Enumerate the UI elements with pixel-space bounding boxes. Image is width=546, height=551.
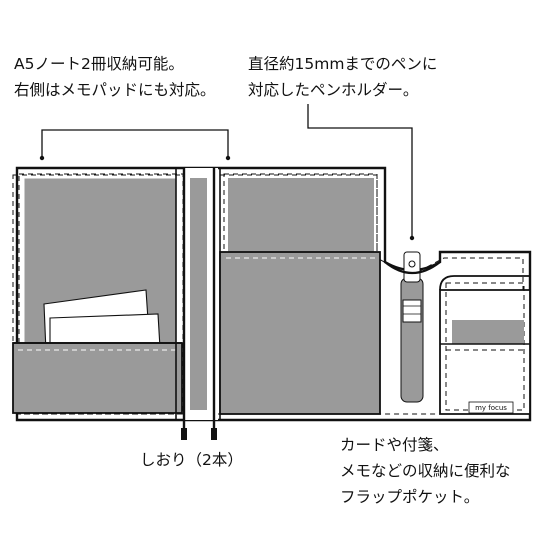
ribbon-left-end <box>181 428 187 440</box>
callout-pen-line1: 直径約15mmまでのペンに <box>248 55 438 73</box>
callout-notebook-line1: A5ノート2冊収納可能。 <box>14 55 184 73</box>
spine-gray <box>190 178 208 410</box>
flap-pocket <box>439 289 531 415</box>
flap-curve <box>439 275 530 291</box>
pen-grip <box>402 299 422 323</box>
left-pocket-inner <box>24 352 176 408</box>
brand-tag-text: my focus <box>475 404 507 412</box>
callout-pen-line2: 対応したペンホルダー。 <box>248 81 419 99</box>
callout-pen: 直径約15mmまでのペンに 対応したペンホルダー。 <box>248 51 437 103</box>
pen <box>400 251 424 403</box>
leader-notebook <box>41 129 229 158</box>
pen-barrel <box>400 277 424 403</box>
leader-dot-notebook-right <box>225 155 231 161</box>
callout-bookmark: しおり（2本） <box>140 447 243 473</box>
brand-tag <box>468 401 514 414</box>
callout-notebook: A5ノート2冊収納可能。 右側はメモパッドにも対応。 <box>14 51 216 103</box>
spine-highlight <box>207 178 210 410</box>
leader-pen <box>307 104 413 236</box>
flap-card <box>452 320 524 344</box>
leader-dot-notebook-left <box>39 155 45 161</box>
leader-dot-pen <box>409 235 415 241</box>
bookmark-ribbons <box>175 168 221 440</box>
callout-bookmark-line1: しおり（2本） <box>140 451 243 469</box>
pen-holder-loop <box>384 261 441 274</box>
ribbon-right-end <box>211 428 217 440</box>
callout-flap-line3: フラップポケット。 <box>340 488 480 506</box>
callout-flap-line1: カードや付箋、 <box>340 436 449 454</box>
callout-flap: カードや付箋、 メモなどの収納に便利な フラップポケット。 <box>340 432 511 510</box>
pen-button <box>408 260 416 268</box>
callout-notebook-line2: 右側はメモパッドにも対応。 <box>14 81 216 99</box>
right-memo-pocket-inner <box>228 262 374 410</box>
callout-flap-line2: メモなどの収納に便利な <box>340 462 511 480</box>
